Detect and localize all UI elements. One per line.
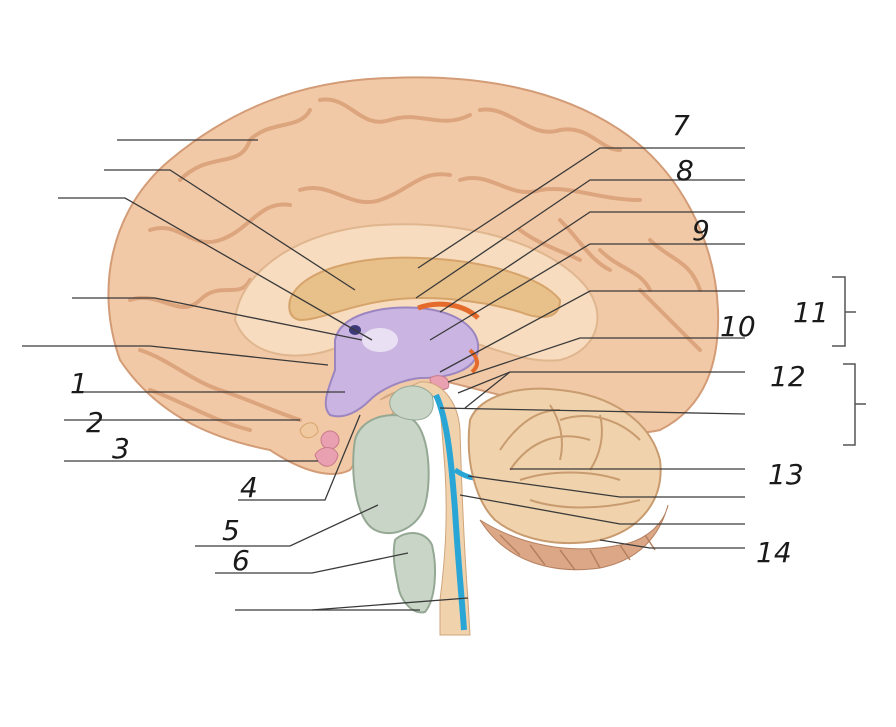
- label-10: 10: [720, 310, 756, 343]
- leader-line: [429, 243, 745, 341]
- leader-line: [104, 169, 356, 291]
- leader-line: [238, 414, 361, 501]
- leader-line: [467, 475, 745, 498]
- leader-line: [439, 407, 746, 415]
- label-4: 4: [240, 471, 258, 504]
- leader-line: [447, 337, 745, 383]
- leader-line: [195, 504, 379, 547]
- leader-line: [464, 371, 511, 409]
- label-5: 5: [222, 514, 240, 547]
- label-11: 11: [793, 296, 829, 329]
- label-14: 14: [756, 536, 792, 569]
- leader-lines: [22, 139, 746, 611]
- label-9: 9: [692, 214, 710, 247]
- label-8: 8: [676, 154, 694, 187]
- bracket-11: [832, 276, 856, 347]
- label-12: 12: [770, 360, 806, 393]
- label-3: 3: [112, 432, 130, 465]
- leader-line: [599, 539, 745, 549]
- label-2: 2: [86, 406, 104, 439]
- leader-line: [439, 290, 745, 373]
- label-13: 13: [768, 458, 804, 491]
- leader-line: [22, 345, 329, 366]
- label-7: 7: [672, 109, 690, 142]
- number-labels: 1 2 3 4 5 6 7 8 9 10 11 12 13 14: [70, 109, 829, 577]
- leader-line: [459, 494, 745, 525]
- leader-line: [311, 597, 469, 611]
- leader-line: [439, 211, 745, 313]
- leader-line: [417, 147, 745, 269]
- bracket-12: [843, 363, 866, 446]
- cerebrum: [107, 76, 720, 475]
- cerebellum: [467, 387, 669, 571]
- brainstem: [352, 381, 492, 636]
- leader-line: [415, 179, 745, 299]
- brackets: [832, 276, 866, 446]
- leader-line: [72, 297, 363, 341]
- label-6: 6: [232, 544, 250, 577]
- leader-line: [215, 552, 409, 574]
- leader-line: [58, 197, 373, 341]
- label-1: 1: [70, 367, 88, 400]
